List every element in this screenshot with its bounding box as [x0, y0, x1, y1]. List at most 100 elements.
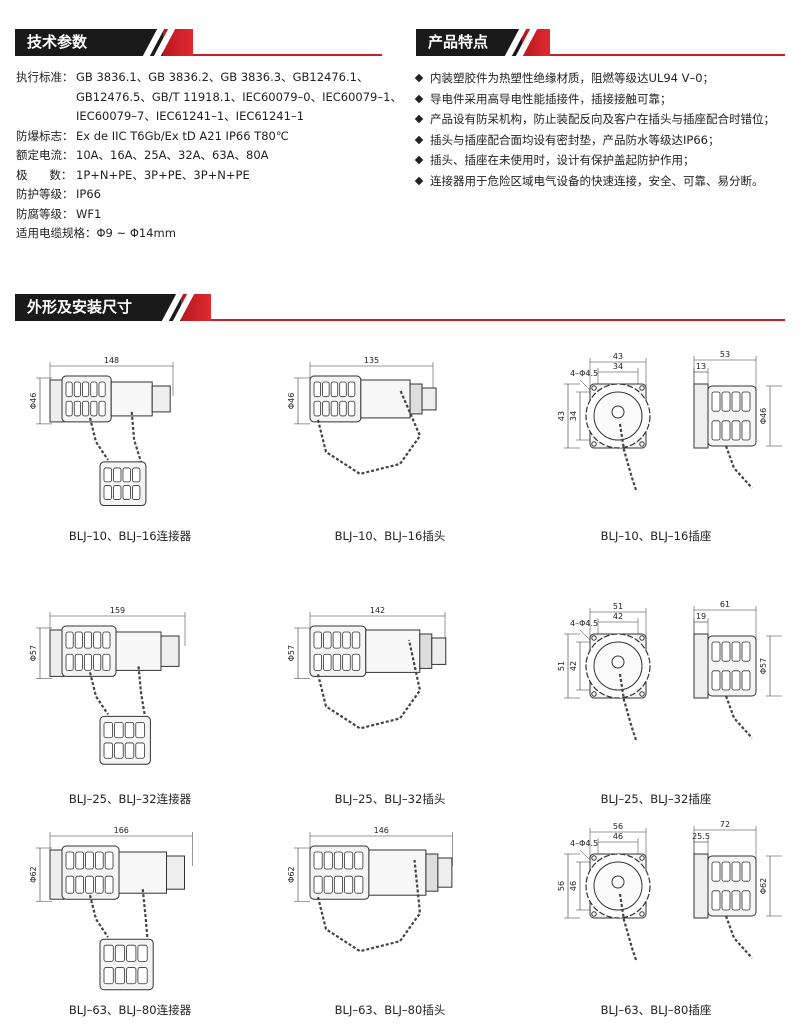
mounting-hole: [639, 441, 645, 447]
chain: [724, 695, 753, 739]
grip-rib: [65, 851, 75, 870]
grip-rib: [132, 467, 141, 483]
grip-rib: [351, 631, 361, 649]
mounting-hole: [591, 691, 597, 697]
section-header-dims: 外形及安装尺寸: [15, 294, 785, 321]
grip-rib: [323, 653, 332, 671]
spec-value: WF1: [76, 206, 102, 221]
section-header-tech: 技术参数: [15, 29, 382, 56]
grip-rib: [85, 875, 94, 894]
grip-rib: [82, 400, 90, 417]
feature-item: 产品设有防呆机构，防止装配反向及客户在插头与插座配合时错位；: [414, 109, 775, 130]
grip-rib: [313, 851, 323, 870]
grip-rib: [103, 485, 112, 500]
feature-list: 内装塑胶件为热塑性绝缘材质，阻燃等级达UL94 V–0； 导电件采用高导电性能插…: [414, 68, 775, 191]
dimension-label: 4–Φ4.5: [570, 619, 598, 628]
dimension-label: 25.5: [692, 832, 710, 841]
grip-rib: [90, 381, 98, 398]
spec-value: IEC60079–7、IEC61241–1、IEC61241–1: [76, 109, 305, 123]
grip-rib: [95, 875, 104, 894]
dimension-label: 34: [569, 411, 578, 421]
cover-knob: [611, 405, 625, 419]
chain: [88, 672, 109, 716]
socket-housing: [110, 381, 153, 417]
plug-housing: [368, 849, 427, 896]
grip-rib: [721, 890, 731, 911]
spec-value: Ex de IIC T6Gb/Ex tD A21 IP66 T80℃: [76, 128, 289, 143]
grip-rib: [124, 742, 135, 759]
grip-rib: [332, 653, 342, 671]
mounting-hole: [591, 911, 597, 917]
grip-rib: [333, 851, 343, 870]
grip-rib: [313, 653, 322, 671]
cable-gland: [431, 637, 447, 665]
dimension-label: 148: [104, 356, 119, 365]
chain: [618, 673, 638, 741]
dimension-label: 34: [613, 362, 623, 371]
grip-rib: [65, 631, 74, 649]
grip-rib: [339, 400, 347, 417]
grip-rib: [332, 631, 342, 649]
grip-rib: [344, 875, 354, 894]
grip-rib: [85, 851, 94, 870]
dimension-label: 43: [557, 411, 566, 421]
dimension-label: 53: [720, 350, 730, 359]
grip-rib: [731, 670, 741, 691]
dimension-label: 42: [569, 661, 578, 671]
feature-item: 插头与插座配合面均设有密封垫，产品防水等级达IP66；: [414, 130, 775, 151]
grip-rib: [103, 944, 114, 962]
mounting-hole: [591, 385, 597, 391]
grip-rib: [124, 722, 135, 739]
grip-rib: [82, 381, 90, 398]
drawing-caption: BLJ–63、BLJ–80连接器: [68, 1003, 192, 1017]
chain: [316, 639, 422, 730]
tech-specs: 执行标准： GB 3836.1、GB 3836.2、GB 3836.3、GB12…: [16, 68, 402, 244]
chain: [618, 423, 638, 491]
grip-rib: [113, 485, 122, 500]
diamond-bullet-icon: [414, 74, 424, 83]
dimension-label: 159: [110, 606, 125, 615]
dimension-label: 42: [613, 612, 623, 621]
grip-rib: [731, 861, 741, 882]
dimension-label: 142: [370, 606, 385, 615]
spec-label: 防爆标志：: [16, 128, 74, 143]
grip-rib: [333, 875, 343, 894]
dimension-label: 43: [613, 352, 623, 361]
spec-label: 防腐等级：: [16, 206, 74, 221]
mounting-hole: [639, 635, 645, 641]
grip-rib: [135, 722, 145, 739]
grip-rib: [323, 875, 333, 894]
socket-housing: [115, 631, 162, 671]
cover-knob: [611, 875, 625, 889]
dimension-label: Φ62: [29, 866, 38, 882]
thread-section: [419, 633, 433, 669]
mounting-hole: [639, 911, 645, 917]
diamond-bullet-icon: [414, 156, 424, 165]
drawing-caption: BLJ–10、BLJ–16连接器: [68, 529, 192, 543]
grip-rib: [126, 967, 137, 985]
dimension-label: 46: [613, 832, 623, 841]
spec-label: 极 数：: [16, 167, 73, 182]
chain: [88, 894, 109, 938]
chain: [618, 893, 638, 961]
dimension-label: 72: [720, 820, 730, 829]
grip-rib: [711, 861, 721, 882]
grip-rib: [90, 400, 98, 417]
diamond-bullet-icon: [414, 176, 424, 185]
spec-value: 1P+N+PE、3P+PE、3P+N+PE: [76, 167, 250, 182]
section-title: 产品特点: [416, 29, 522, 56]
grip-rib: [103, 722, 114, 739]
grip-rib: [741, 391, 751, 412]
chain: [724, 445, 753, 489]
grip-rib: [313, 875, 323, 894]
socket-housing: [118, 851, 167, 894]
flange-side: [693, 383, 709, 449]
grip-rib: [711, 670, 721, 691]
dimension-label: 51: [613, 602, 623, 611]
